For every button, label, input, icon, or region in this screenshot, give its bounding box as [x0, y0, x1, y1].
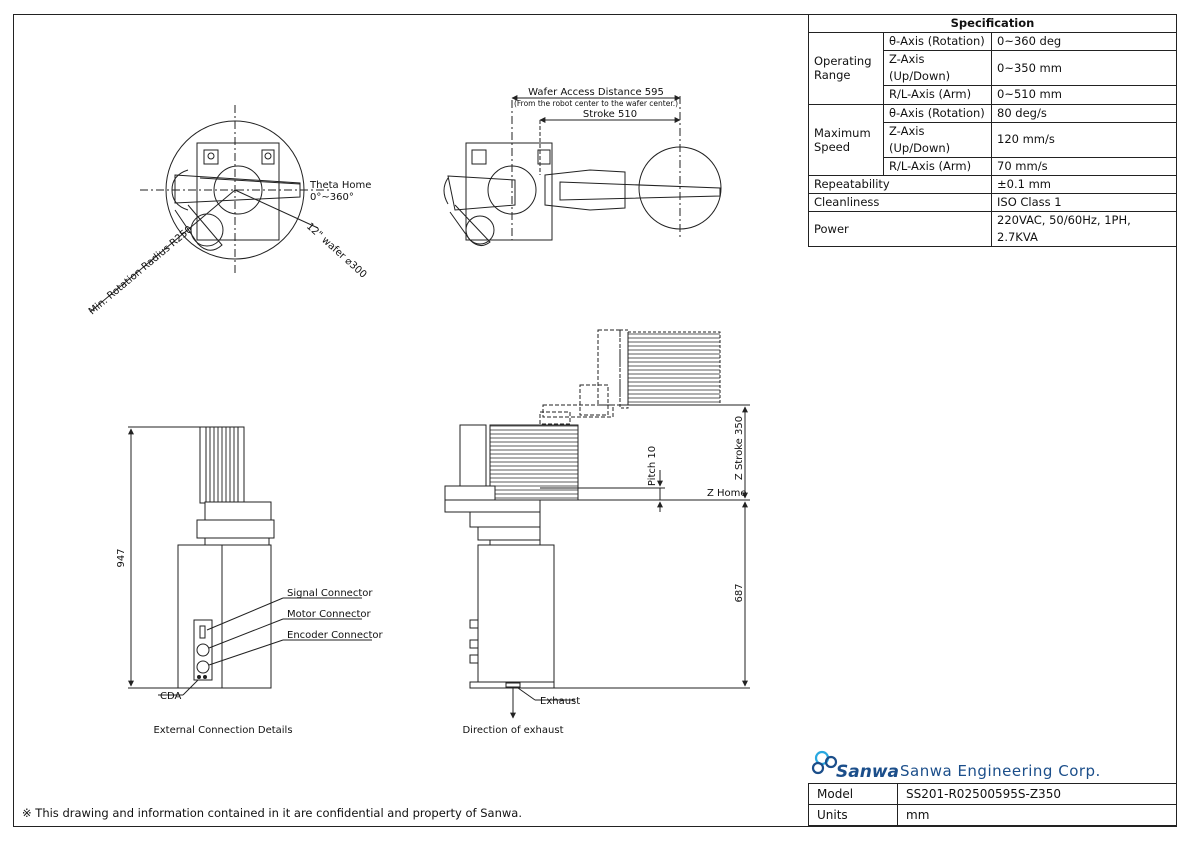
- logo-wordmark: Sanwa: [836, 762, 899, 782]
- units-value: mm: [897, 804, 1177, 826]
- theta-range-label: 0°~360°: [310, 192, 354, 203]
- stroke-label: Stroke 510: [583, 109, 637, 120]
- z-home-label: Z Home: [707, 488, 747, 499]
- base-plate: [196, 142, 280, 241]
- spec-value: 0~360 deg: [991, 32, 1177, 52]
- model-label: Model: [808, 783, 898, 805]
- operating-range-label: Operating Range: [808, 32, 884, 105]
- pitch-label: Pitch 10: [647, 446, 658, 486]
- model-value: SS201-R02500595S-Z350: [897, 783, 1177, 805]
- connector-panel: [193, 619, 213, 681]
- sanwa-logo-icon: [811, 750, 838, 775]
- title-block: Model SS201-R02500595S-Z350 Units mm: [808, 783, 1177, 826]
- confidential-notice: ※ This drawing and information contained…: [22, 806, 522, 820]
- drawing-frame: [13, 14, 1177, 827]
- side-view-caption: Direction of exhaust: [462, 725, 563, 736]
- cleanliness-value: ISO Class 1: [991, 193, 1177, 213]
- spec-axis: Z-Axis (Up/Down): [883, 121, 992, 158]
- motor-connector-label: Motor Connector: [287, 609, 372, 620]
- top-view-right: [443, 95, 722, 246]
- spec-value: 70 mm/s: [991, 156, 1177, 176]
- spec-axis: Z-Axis (Up/Down): [883, 50, 992, 87]
- robot-base: [177, 544, 272, 689]
- bellows: [203, 426, 242, 504]
- access-note-label: (From the robot center to the wafer cent…: [514, 99, 678, 108]
- power-label: Power: [808, 211, 992, 248]
- spec-value: 120 mm/s: [991, 121, 1177, 158]
- cda-label: CDA: [160, 691, 182, 702]
- power-value: 220VAC, 50/60Hz, 1PH, 2.7KVA: [991, 211, 1177, 248]
- access-distance-label: Wafer Access Distance 595: [528, 87, 664, 98]
- maximum-speed-label: Maximum Speed: [808, 103, 884, 176]
- side-view: [444, 329, 750, 719]
- units-label: Units: [808, 804, 898, 826]
- exhaust-label: Exhaust: [540, 696, 580, 707]
- theta-home-label: Theta Home: [309, 180, 371, 191]
- spec-value: 0~510 mm: [991, 85, 1177, 105]
- specification-table: Specification Operating Range θ-Axis (Ro…: [808, 13, 1177, 248]
- signal-connector-label: Signal Connector: [287, 588, 373, 599]
- top-view-left: [89, 105, 330, 313]
- company-name: Sanwa Engineering Corp.: [900, 762, 1101, 780]
- spec-value: 80 deg/s: [991, 103, 1177, 123]
- height-947-label: 947: [116, 548, 127, 567]
- spec-axis: R/L-Axis (Arm): [883, 85, 992, 105]
- spec-axis: R/L-Axis (Arm): [883, 156, 992, 176]
- spec-value: 0~350 mm: [991, 50, 1177, 87]
- z-stroke-label: Z Stroke 350: [734, 416, 745, 480]
- cleanliness-label: Cleanliness: [808, 193, 992, 213]
- repeatability-value: ±0.1 mm: [991, 174, 1177, 195]
- repeatability-label: Repeatability: [808, 174, 992, 195]
- spec-axis: θ-Axis (Rotation): [883, 103, 992, 123]
- encoder-connector-label: Encoder Connector: [287, 630, 384, 641]
- spec-axis: θ-Axis (Rotation): [883, 32, 992, 52]
- spec-title: Specification: [808, 13, 1177, 34]
- base-height-label: 687: [734, 583, 745, 602]
- radius-label: Min. Rotation Radius R250: [87, 224, 195, 317]
- front-view: [128, 426, 372, 696]
- front-view-caption: External Connection Details: [153, 725, 292, 736]
- wafer-label: 12" wafer ⌀300: [304, 221, 369, 281]
